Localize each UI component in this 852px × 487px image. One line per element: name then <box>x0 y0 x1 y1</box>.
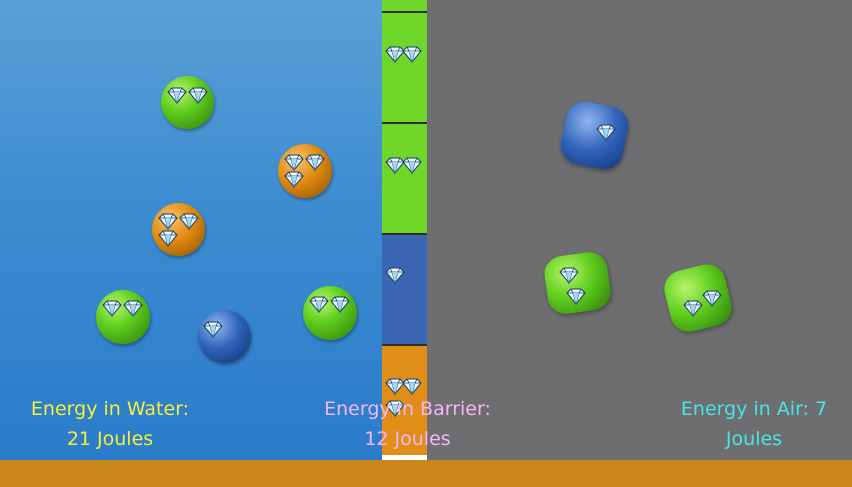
barrier-energy-title: Energy in Barrier: <box>324 398 491 420</box>
water-energy-value: 21 Joules <box>66 428 154 450</box>
water-particle-green <box>96 290 150 344</box>
water-particle-green <box>303 286 357 340</box>
air-energy-value: Joules <box>725 428 783 450</box>
barrier-energy-label: Energy in Barrier: 12 Joules <box>305 394 510 454</box>
barrier-column <box>382 0 427 455</box>
water-particle-orange <box>278 144 332 198</box>
barrier-segment-green <box>382 11 427 123</box>
air-particle-green <box>542 249 613 317</box>
floor-bar <box>0 460 852 487</box>
air-region <box>427 0 852 460</box>
barrier-segment-green <box>382 0 427 12</box>
water-energy-title: Energy in Water: <box>30 398 190 420</box>
air-energy-title: Energy in Air: 7 <box>680 398 828 420</box>
barrier-segment-blue <box>382 233 427 345</box>
barrier-energy-value: 12 Joules <box>364 428 451 450</box>
air-energy-label: Energy in Air: 7 Joules <box>660 394 848 454</box>
water-particle-green <box>161 76 214 129</box>
water-particle-orange <box>152 203 205 256</box>
barrier-segment-green <box>382 122 427 234</box>
water-energy-label: Energy in Water: 21 Joules <box>10 394 210 454</box>
water-particle-blue <box>198 310 251 363</box>
barrier-segment-orange <box>382 344 427 455</box>
